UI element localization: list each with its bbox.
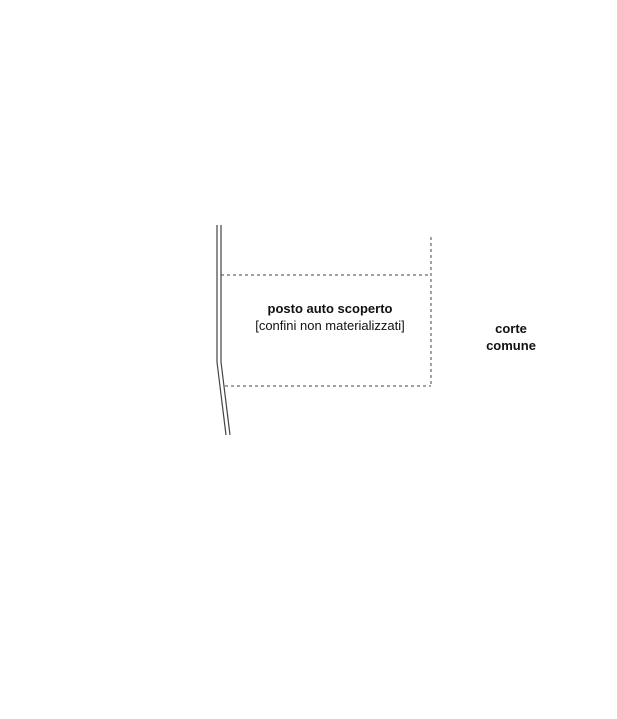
parking-space-title: posto auto scoperto <box>267 301 393 316</box>
common-court-line-1: corte <box>495 321 527 336</box>
wall-line-outer <box>216 225 227 436</box>
common-court-line-2: comune <box>486 338 536 353</box>
parking-space-label: posto auto scoperto [confini non materia… <box>235 300 425 334</box>
common-court-label: corte comune <box>470 320 552 354</box>
wall-line-inner <box>220 225 231 436</box>
parking-space-note: [confini non materializzati] <box>255 318 405 333</box>
